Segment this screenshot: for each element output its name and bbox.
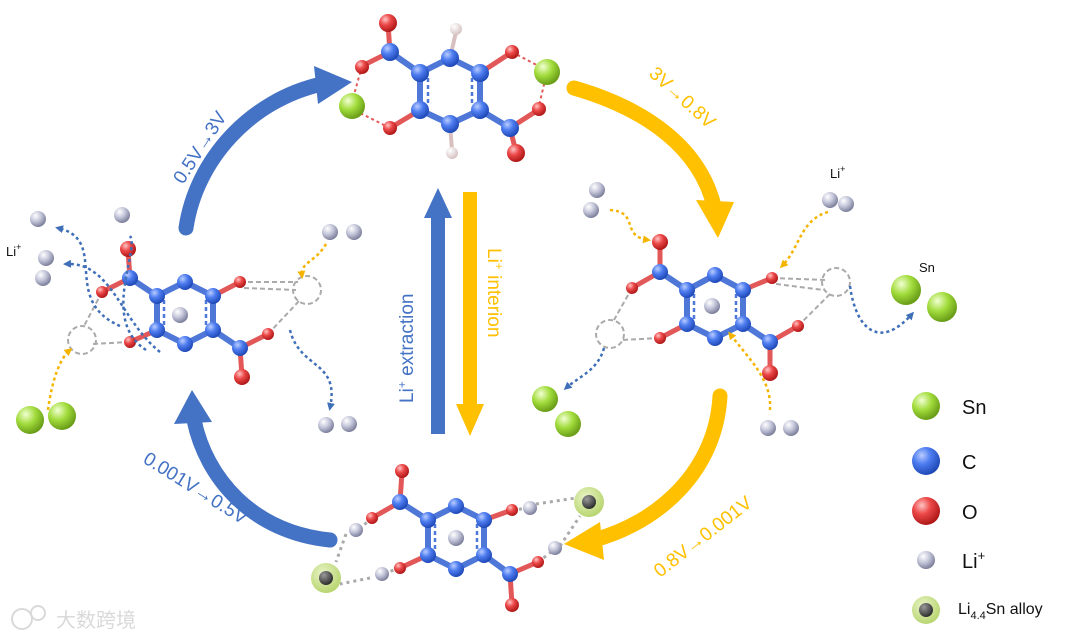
legend-alloy-core bbox=[919, 603, 933, 617]
arrow-top-left-blue bbox=[178, 76, 330, 236]
molecule-right bbox=[595, 234, 851, 381]
extraction-arrow-head bbox=[424, 188, 452, 218]
watermark-text: 大数跨境 bbox=[56, 609, 136, 632]
legend-alloy-label: Li4.4Sn alloy bbox=[958, 601, 1043, 622]
sn-atom-right-4 bbox=[555, 411, 581, 437]
arrow-top-right-head bbox=[696, 200, 734, 238]
extraction-arrow-shaft bbox=[431, 214, 445, 434]
arrow-bottom-right-gold bbox=[586, 388, 728, 548]
arrow-top-left-head bbox=[314, 66, 352, 104]
li-ion-label-right: Li+ bbox=[830, 164, 845, 181]
legend-sn-label: Sn bbox=[962, 397, 986, 419]
arrow-top-right-gold bbox=[566, 80, 722, 214]
sn-atom-right-3 bbox=[532, 386, 558, 412]
molecule-top bbox=[339, 14, 560, 162]
sn-atom-right-1 bbox=[891, 275, 921, 305]
legend: Sn C O Li+ Li4.4Sn alloy bbox=[912, 392, 1043, 624]
extraction-label: Li+ extraction bbox=[395, 294, 418, 403]
legend-sn-swatch bbox=[912, 392, 940, 420]
center-labels: Li+ extraction Li+ interion bbox=[395, 248, 506, 403]
legend-li-swatch bbox=[917, 551, 935, 569]
sn-atom-left-1 bbox=[16, 406, 44, 434]
arrow-bottom-left-head bbox=[174, 390, 212, 424]
arrow-bottom-left-blue bbox=[186, 412, 338, 548]
sn-atom-right-2 bbox=[927, 292, 957, 322]
legend-c-label: C bbox=[962, 452, 976, 474]
watermark: 大数跨境 bbox=[11, 605, 136, 632]
sn-label-right: Sn bbox=[919, 260, 935, 275]
left-side-flows: Li+ bbox=[6, 207, 362, 434]
interion-arrow-head bbox=[456, 404, 484, 436]
cycle-arrows bbox=[174, 66, 734, 560]
legend-o-label: O bbox=[962, 502, 978, 524]
li-ion-label-left: Li+ bbox=[6, 242, 21, 259]
interion-arrow-shaft bbox=[463, 192, 477, 408]
legend-c-swatch bbox=[912, 447, 940, 475]
right-side-flows: Li+ Sn bbox=[532, 164, 957, 437]
molecule-left bbox=[67, 241, 322, 385]
molecule-bottom bbox=[311, 464, 604, 612]
arrow-bottom-right-head bbox=[564, 522, 604, 560]
legend-li-label: Li+ bbox=[962, 548, 985, 573]
legend-o-swatch bbox=[912, 497, 940, 525]
sn-atom-left-2 bbox=[48, 402, 76, 430]
interion-label: Li+ interion bbox=[483, 248, 506, 337]
